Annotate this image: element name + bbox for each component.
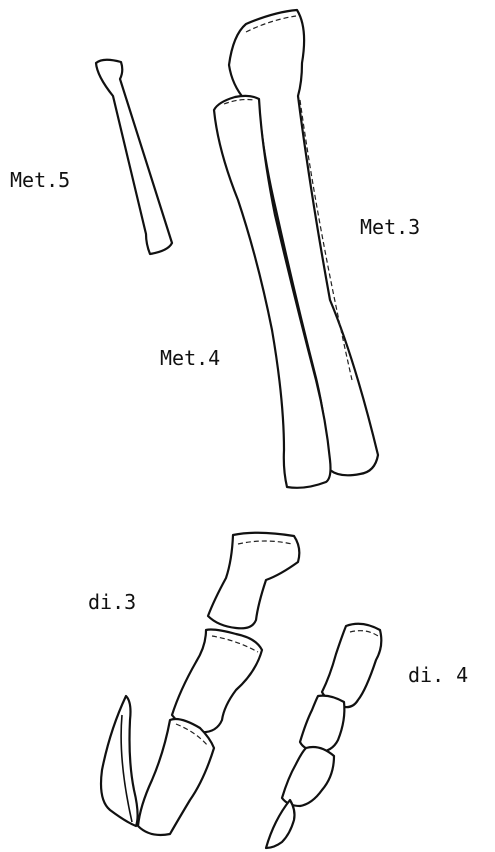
digit-3 (101, 533, 299, 835)
label-digit-4: di. 4 (408, 663, 468, 687)
metatarsal-5 (96, 60, 172, 254)
label-met-3: Met.3 (360, 215, 420, 239)
label-met-4: Met.4 (160, 346, 220, 370)
digit-4 (266, 624, 381, 848)
label-digit-3: di.3 (88, 590, 136, 614)
label-met-5: Met.5 (10, 168, 70, 192)
